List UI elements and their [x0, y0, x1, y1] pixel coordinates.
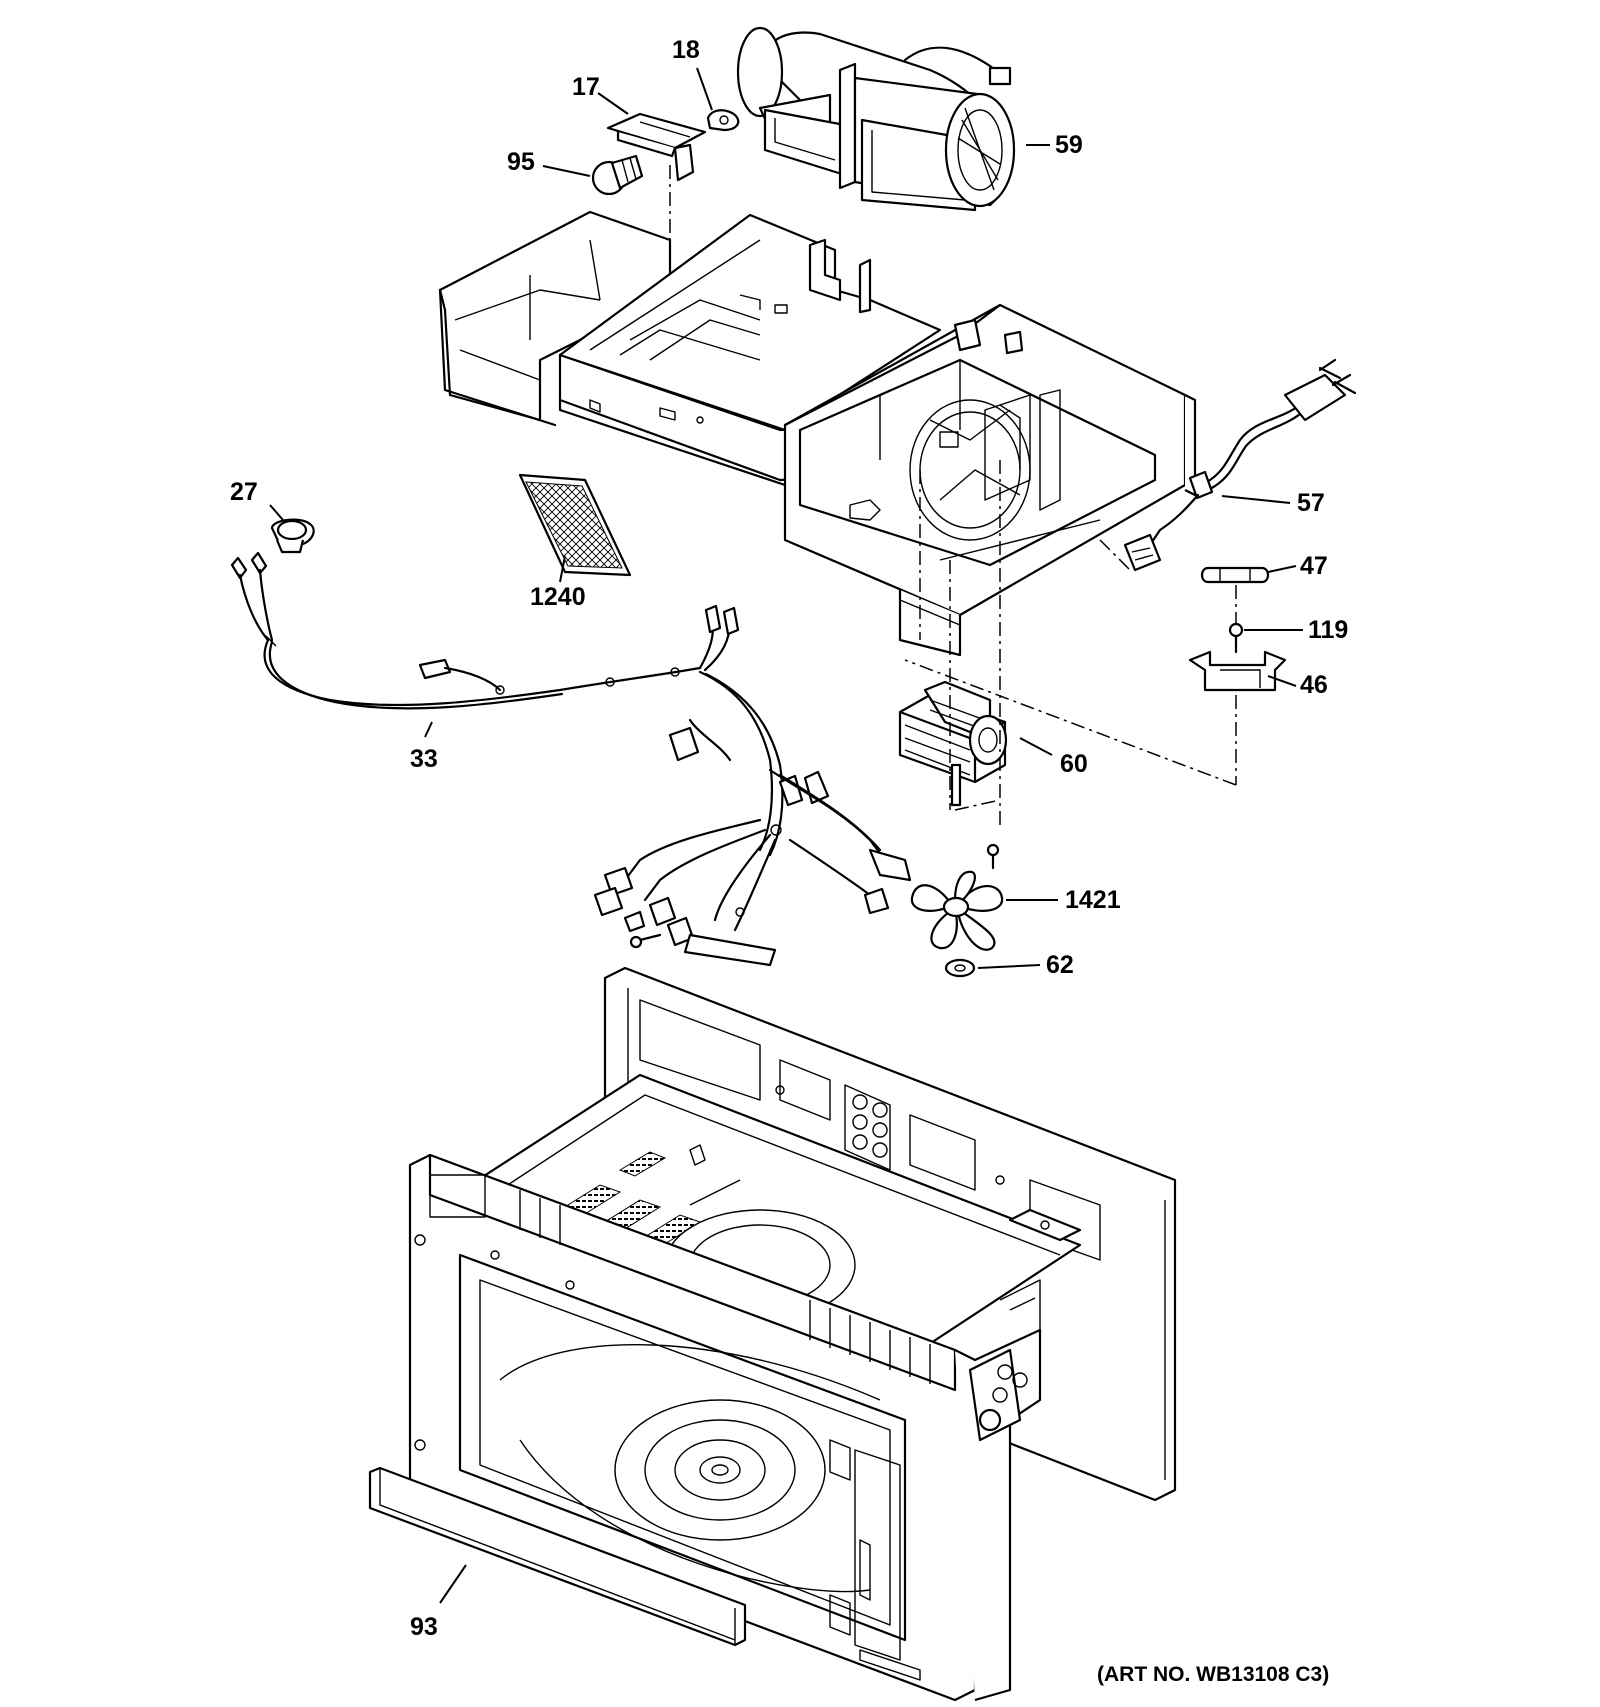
- callout-62: 62: [1046, 951, 1074, 979]
- power-cord-part-57[interactable]: [1123, 358, 1357, 572]
- assembly-line: [904, 659, 1237, 786]
- callout-46: 46: [1300, 671, 1328, 699]
- callout-119: 119: [1308, 616, 1348, 644]
- fuse-part-47[interactable]: [1200, 566, 1270, 584]
- vent-housing-tray[interactable]: [438, 210, 1197, 657]
- fan-motor-part-60[interactable]: [898, 680, 1008, 807]
- lamp-clip-part-18[interactable]: [706, 109, 740, 132]
- callout-labels: 17 18 95 59 27 1240 57 47 119 46 33 60 1…: [230, 36, 1348, 1686]
- callout-1421: 1421: [1065, 886, 1121, 914]
- motor-screw[interactable]: [986, 843, 1000, 870]
- lamp-holder-part-17[interactable]: [606, 112, 707, 182]
- trim-strip-part-93[interactable]: [368, 1466, 747, 1647]
- fan-blade-part-1421[interactable]: [910, 870, 1004, 951]
- callout-95: 95: [507, 148, 535, 176]
- assembly-line: [954, 799, 1001, 811]
- microwave-cavity-assembly[interactable]: [408, 966, 1177, 1702]
- callout-60: 60: [1060, 750, 1088, 778]
- leader-lines: [269, 67, 1303, 1604]
- washer-part-62[interactable]: [944, 958, 976, 978]
- screw-part-119[interactable]: [1228, 622, 1244, 654]
- callout-1240: 1240: [530, 583, 586, 611]
- wire-harness-part-33[interactable]: [230, 551, 912, 967]
- callout-18: 18: [672, 36, 700, 64]
- callout-93: 93: [410, 1613, 438, 1641]
- callout-27: 27: [230, 478, 258, 506]
- thermal-cutout-part-27[interactable]: [270, 518, 315, 554]
- art-number: (ART NO. WB13108 C3): [1097, 1663, 1329, 1686]
- lamp-bulb-part-95[interactable]: [591, 154, 644, 196]
- callout-59: 59: [1055, 131, 1083, 159]
- callout-17: 17: [572, 73, 600, 101]
- blower-motor-part-59[interactable]: [736, 26, 1016, 212]
- charcoal-filter-part-1240[interactable]: [518, 473, 632, 577]
- callout-33: 33: [410, 745, 438, 773]
- callout-47: 47: [1300, 552, 1328, 580]
- callout-57: 57: [1297, 489, 1325, 517]
- assembly-line: [1099, 539, 1131, 571]
- bracket-part-46[interactable]: [1188, 650, 1287, 692]
